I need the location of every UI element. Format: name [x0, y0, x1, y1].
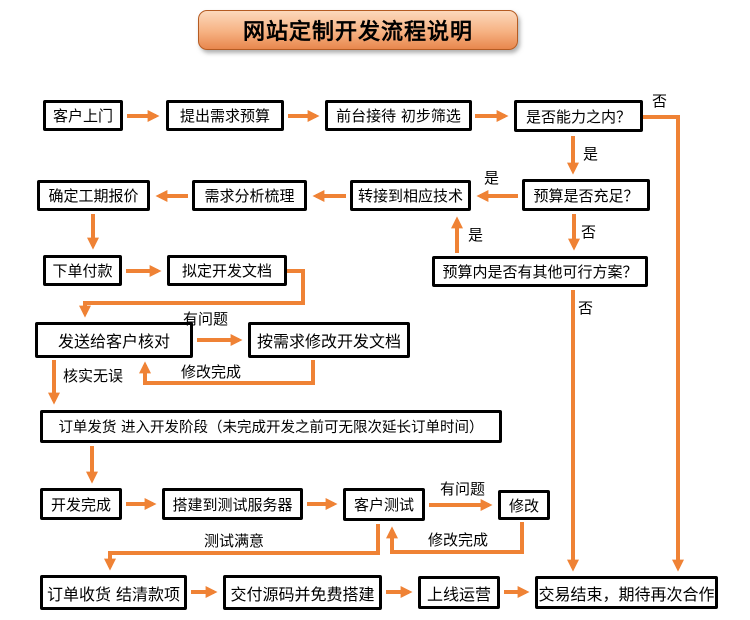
edge-modify-loop-back [386, 522, 524, 554]
flow-node-order-receive: 订单收货 结清款项 [40, 575, 187, 610]
flowchart-title: 网站定制开发流程说明 [198, 10, 518, 50]
edge-label-yes-capability: 是 [583, 145, 599, 163]
flow-node-customer-visit: 客户上门 [43, 100, 123, 131]
flow-node-deliver-source: 交付源码并免费搭建 [223, 575, 382, 610]
edge-capability-no-right-down [643, 115, 684, 572]
edge-label-fix-done-test: 修改完成 [428, 531, 489, 549]
flow-node-alt-plan-check: 预算内是否有其他可行方案？ [432, 256, 648, 287]
flow-node-modify: 修改 [498, 490, 550, 520]
flow-node-capability-check: 是否能力之内？ [514, 100, 643, 132]
flow-node-reception: 前台接待 初步筛选 [325, 100, 472, 131]
edge-label-no-capability: 否 [652, 92, 668, 110]
edge-label-has-problem-doc: 有问题 [183, 310, 229, 328]
flow-node-confirm-quote: 确定工期报价 [37, 180, 150, 211]
edge-label-yes-alt: 是 [468, 226, 484, 244]
edge-label-yes-budget: 是 [484, 169, 500, 187]
flow-node-draft-doc: 拟定开发文档 [167, 255, 287, 286]
edge-label-has-problem-test: 有问题 [440, 480, 486, 498]
flow-node-client-test: 客户测试 [343, 488, 425, 521]
edge-label-test-satisfied: 测试满意 [204, 532, 265, 550]
flow-node-deploy-test: 搭建到测试服务器 [162, 488, 303, 520]
edge-modifydoc-loop-back [139, 360, 315, 385]
edge-label-verified-ok: 核实无误 [63, 367, 124, 385]
edge-label-no-alt: 否 [578, 299, 594, 317]
flow-node-modify-doc: 按需求修改开发文档 [248, 322, 410, 358]
flow-node-requirement-analysis: 需求分析梳理 [192, 180, 307, 211]
flow-node-place-order: 下单付款 [43, 255, 122, 286]
flow-node-order-ship: 订单发货 进入开发阶段（未完成开发之前可无限次延长订单时间） [40, 410, 502, 443]
flow-node-budget-check: 预算是否充足？ [522, 179, 650, 211]
flow-node-deal-complete: 交易结束，期待再次合作 [535, 576, 718, 609]
edge-label-fix-done-doc: 修改完成 [181, 363, 242, 381]
flow-node-transfer-tech: 转接到相应技术 [350, 180, 471, 211]
flow-node-go-live: 上线运营 [418, 576, 500, 609]
edge-test-satisfied-down [104, 524, 380, 571]
flow-node-propose-budget: 提出需求预算 [166, 100, 284, 131]
flow-node-send-to-client: 发送给客户核对 [35, 322, 193, 358]
flow-node-dev-complete: 开发完成 [40, 488, 122, 520]
edge-label-no-budget: 否 [581, 223, 597, 241]
edge-draft-to-send [79, 269, 305, 318]
